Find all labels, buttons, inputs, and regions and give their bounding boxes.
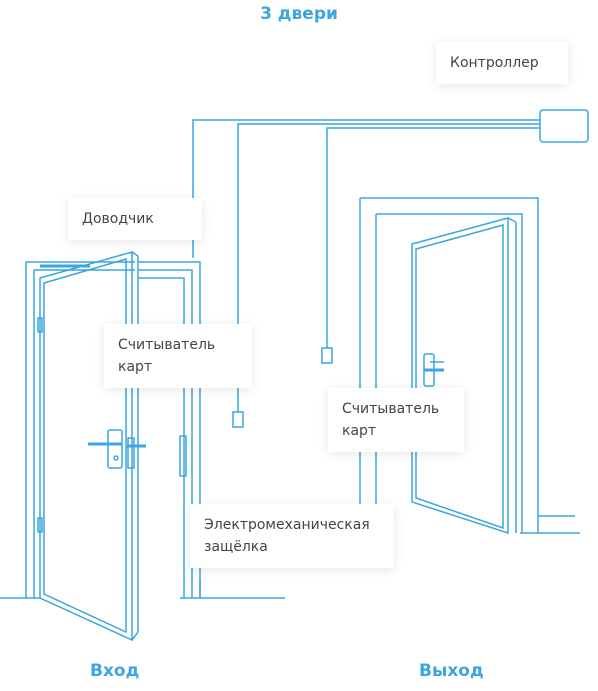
controller-label: Контроллер: [436, 42, 568, 84]
reader-right-label: Считыватель карт: [328, 388, 464, 452]
entry-caption: Вход: [90, 661, 140, 681]
exit-caption: Выход: [419, 661, 484, 681]
controller-box: [539, 109, 589, 143]
exit-door-frame: [359, 197, 580, 534]
card-reader-right: [321, 347, 333, 364]
reader-left-label: Считыватель карт: [104, 324, 252, 388]
entry-door-handle: [107, 429, 123, 469]
card-reader-left: [232, 411, 244, 428]
electromechanical-latch: [179, 435, 187, 477]
closer-label: Доводчик: [68, 198, 202, 240]
diagram-title: 3 двери: [260, 4, 338, 24]
latch-label: Электромеханическая защёлка: [190, 504, 394, 568]
entry-door-leaf: [37, 251, 146, 642]
exit-door-leaf: [411, 217, 517, 535]
